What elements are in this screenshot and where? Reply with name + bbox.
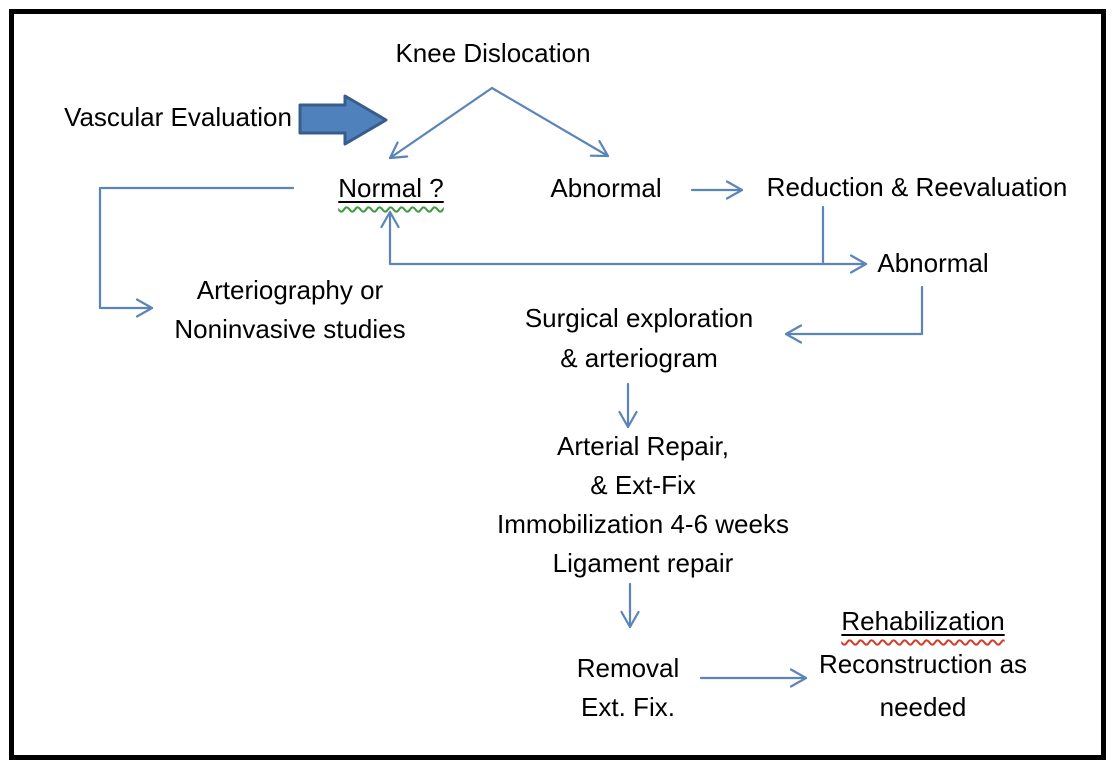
node-knee-dislocation: Knee Dislocation (395, 34, 590, 73)
arrow-surgical-to-arterial-head-icon (618, 410, 638, 429)
node-rehabilization-underline: Rehabilization (841, 606, 1004, 636)
arrow-removal-to-rehab-head-icon (789, 668, 808, 688)
node-surgical-exploration-line-1: Surgical exploration (524, 303, 754, 333)
node-rehabilization-line-3: needed (879, 692, 967, 722)
arrow-normal-to-arteriography-head-icon (135, 298, 154, 318)
node-rehabilization-label: Rehabilization (841, 606, 1005, 636)
node-arterial-repair-line-3: Immobilization 4-6 weeks (497, 509, 789, 539)
node-abnormal-right-label: Abnormal (877, 248, 989, 278)
node-rehabilization-line-2: Reconstruction as (818, 649, 1028, 679)
node-removal-ext-fix-line-1: Removal (576, 653, 680, 683)
node-normal: Normal ? (338, 169, 443, 208)
node-abnormal-top: Abnormal (550, 169, 661, 208)
node-removal-ext-fix-line-2: Ext. Fix. (581, 692, 675, 722)
node-arteriography-line-2: Noninvasive studies (174, 314, 406, 344)
slide-border (9, 9, 1106, 760)
node-arterial-repair-line-2: & Ext-Fix (590, 470, 696, 500)
node-rehabilization-line-1: Rehabilization (819, 600, 1027, 643)
arrow-knee-to-abnormal (490, 86, 610, 158)
arrow-arterial-to-removal-head-icon (620, 610, 640, 629)
arrow-knee-to-normal-head-icon (388, 141, 409, 160)
node-abnormal-top-label: Abnormal (550, 173, 662, 203)
node-arteriography-line-1: Arteriography or (196, 275, 384, 305)
node-arterial-repair: Arterial Repair, & Ext-Fix Immobilizatio… (497, 427, 789, 583)
node-rehabilization: Rehabilization Reconstruction as needed (819, 600, 1027, 729)
arrow-abnormal-to-surgical-head-icon (784, 324, 803, 344)
arrow-abnormal-to-surgical (784, 285, 924, 336)
arrow-knee-to-abnormal-head-icon (589, 140, 610, 158)
node-knee-dislocation-label: Knee Dislocation (395, 38, 591, 68)
arrow-junction-to-abnormal-head-icon (849, 254, 868, 274)
block-arrow-right-icon (298, 94, 388, 146)
node-arterial-repair-line-1: Arterial Repair, (557, 431, 729, 461)
node-reduction-reevaluation-label: Reduction & Reevaluation (766, 172, 1068, 202)
node-surgical-exploration-line-2: & arteriogram (560, 343, 718, 373)
node-reduction-reevaluation: Reduction & Reevaluation (767, 168, 1068, 207)
arrow-normal-to-arteriography (98, 186, 295, 310)
arrow-abnormal-to-reduction-head-icon (725, 180, 744, 200)
node-normal-underline: Normal ? (338, 173, 443, 203)
node-arterial-repair-line-4: Ligament repair (552, 548, 734, 578)
node-normal-label: Normal ? (338, 173, 444, 203)
node-arteriography: Arteriography or Noninvasive studies (174, 271, 405, 349)
node-surgical-exploration: Surgical exploration & arteriogram (525, 298, 753, 378)
node-removal-ext-fix: Removal Ext. Fix. (577, 649, 680, 727)
node-vascular-evaluation: Vascular Evaluation (64, 98, 292, 137)
arrow-knee-to-normal (388, 86, 494, 160)
node-vascular-evaluation-label: Vascular Evaluation (64, 102, 292, 132)
arrow-return-to-normal (388, 210, 824, 266)
node-abnormal-right: Abnormal (877, 244, 988, 283)
arrow-return-to-normal-head-icon (380, 210, 400, 229)
